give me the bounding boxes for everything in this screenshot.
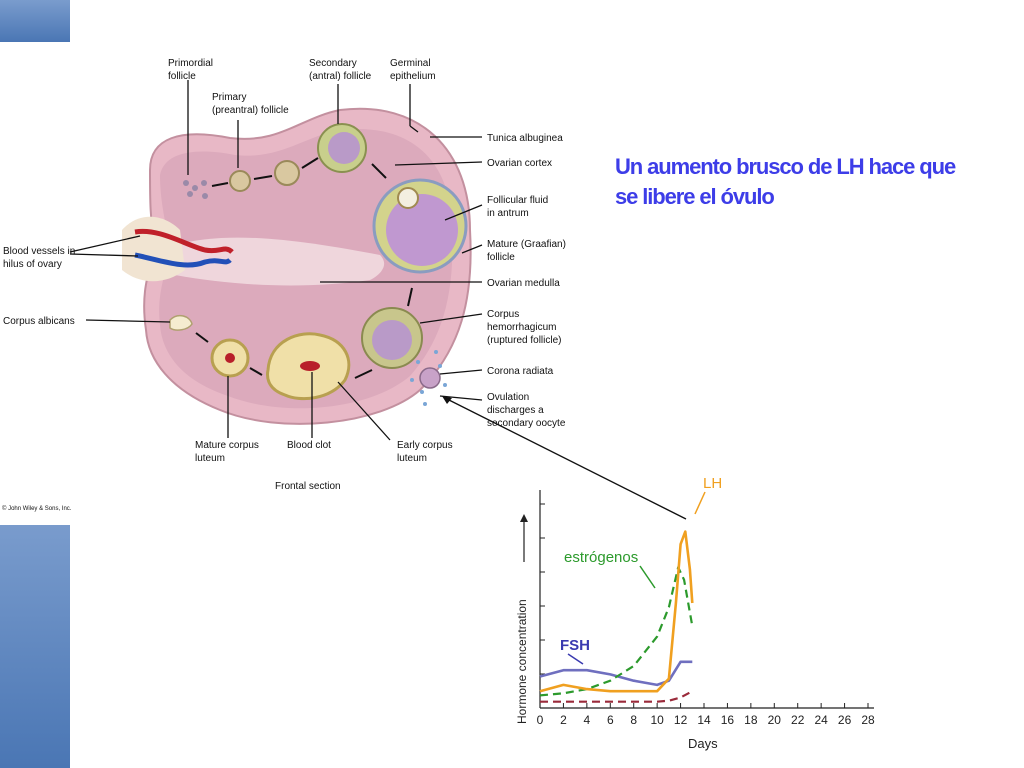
series-line-estrgenos xyxy=(539,566,694,697)
ovary-diagram: Primordial follicle Secondary (antral) f… xyxy=(0,40,588,525)
blood-clot-shape xyxy=(300,361,320,371)
series-line-progesterona xyxy=(540,690,693,703)
x-tick-label: 24 xyxy=(814,713,828,727)
leader-lines xyxy=(69,80,483,441)
label-germinal-1: Germinal xyxy=(390,58,431,69)
slide-heading: Un aumento brusco de LH hace que se libe… xyxy=(615,152,995,212)
corpus-albicans-shape xyxy=(169,314,193,331)
series-label-estrogen: estrógenos xyxy=(564,549,638,566)
label-blood-vessels-2: hilus of ovary xyxy=(3,259,62,270)
label-early-2: luteum xyxy=(397,453,427,464)
label-fluid-1: Follicular fluid xyxy=(487,195,548,206)
label-tunica: Tunica albuginea xyxy=(487,133,563,144)
x-axis-title: Days xyxy=(688,736,718,751)
mature-antrum-shape xyxy=(386,194,458,266)
artery-shape xyxy=(134,228,234,254)
label-ovulation-2: discharges a xyxy=(487,405,544,416)
x-tick-label: 6 xyxy=(607,713,614,727)
label-primordial-1: Primordial xyxy=(168,58,213,69)
bottom-accent-bar xyxy=(0,522,70,768)
label-fluid-2: in antrum xyxy=(487,208,529,219)
series-pointer-fsh xyxy=(567,653,584,665)
primordial-follicles xyxy=(183,180,208,199)
x-tick-label: 16 xyxy=(721,713,735,727)
secondary-antrum-shape xyxy=(328,132,360,164)
growing-follicle-shape xyxy=(274,160,300,186)
label-ovulation-3: secondary oocyte xyxy=(487,418,566,429)
heading-line-1: Un aumento brusco de LH hace que xyxy=(615,154,956,179)
label-blood-vessels-1: Blood vessels in xyxy=(3,246,75,257)
label-hemorrhagicum-3: (ruptured follicle) xyxy=(487,335,561,346)
corona-cells xyxy=(410,350,447,406)
series-pointer-estrogen xyxy=(639,565,656,589)
label-section: Frontal section xyxy=(275,481,341,492)
x-tick-label: 8 xyxy=(630,713,637,727)
label-primary-1: Primary xyxy=(212,92,246,103)
label-primordial-2: follicle xyxy=(168,71,196,82)
y-axis-title: Hormone concentration xyxy=(515,599,529,724)
x-tick-label: 26 xyxy=(838,713,852,727)
x-tick-label: 28 xyxy=(861,713,875,727)
x-tick-label: 18 xyxy=(744,713,758,727)
x-tick-label: 4 xyxy=(584,713,591,727)
series-lines xyxy=(539,530,694,703)
label-early-1: Early corpus xyxy=(397,440,453,451)
series-pointer-lh xyxy=(694,491,706,515)
label-germinal-2: epithelium xyxy=(390,71,436,82)
corpus-hemorrhagicum-center xyxy=(372,320,412,360)
ovary-illustration xyxy=(122,107,472,425)
label-luteum-2: luteum xyxy=(195,453,225,464)
label-hemorrhagicum-1: Corpus xyxy=(487,309,519,320)
figure-background-left xyxy=(0,178,125,525)
series-label-fsh: FSH xyxy=(560,637,590,654)
hilus-shape xyxy=(122,216,185,282)
x-tick-label: 22 xyxy=(791,713,805,727)
label-medulla: Ovarian medulla xyxy=(487,278,560,289)
label-albicans: Corpus albicans xyxy=(3,316,75,327)
vein-shape xyxy=(134,252,232,268)
label-mature-2: follicle xyxy=(487,252,515,263)
series-line-fsh xyxy=(539,660,693,687)
label-mature-1: Mature (Graafian) xyxy=(487,239,566,250)
primary-follicle-shape xyxy=(229,170,251,192)
label-secondary-1: Secondary xyxy=(309,58,357,69)
x-tick-label: 2 xyxy=(560,713,567,727)
series-label-lh: LH xyxy=(703,475,722,492)
label-primary-2: (preantral) follicle xyxy=(212,105,289,116)
label-secondary-2: (antral) follicle xyxy=(309,71,372,82)
series-line-lh xyxy=(539,530,694,693)
series-labels: LH estrógenos FSH xyxy=(560,475,722,665)
secondary-oocyte-shape xyxy=(419,367,441,389)
label-corona: Corona radiata xyxy=(487,366,554,377)
label-ovulation-1: Ovulation xyxy=(487,392,529,403)
top-accent-bar xyxy=(0,0,70,42)
heading-line-2: se libere el óvulo xyxy=(615,184,775,209)
chart-background xyxy=(508,472,888,762)
x-tick-label: 10 xyxy=(650,713,664,727)
label-luteum-1: Mature corpus xyxy=(195,440,259,451)
x-tick-label: 14 xyxy=(697,713,711,727)
label-cortex: Ovarian cortex xyxy=(487,158,552,169)
oocyte-shape xyxy=(397,187,419,209)
cycle-arrows xyxy=(195,157,413,379)
luteum-center xyxy=(225,353,235,363)
x-tick-label: 12 xyxy=(674,713,688,727)
x-axis-ticks xyxy=(539,703,869,708)
x-tick-label: 0 xyxy=(537,713,544,727)
label-copyright: © John Wiley & Sons, Inc. xyxy=(2,505,72,512)
label-hemorrhagicum-2: hemorrhagicum xyxy=(487,322,556,333)
y-axis-title-group: Hormone concentration xyxy=(515,514,529,724)
label-clot: Blood clot xyxy=(287,440,331,451)
x-tick-label: 20 xyxy=(768,713,782,727)
